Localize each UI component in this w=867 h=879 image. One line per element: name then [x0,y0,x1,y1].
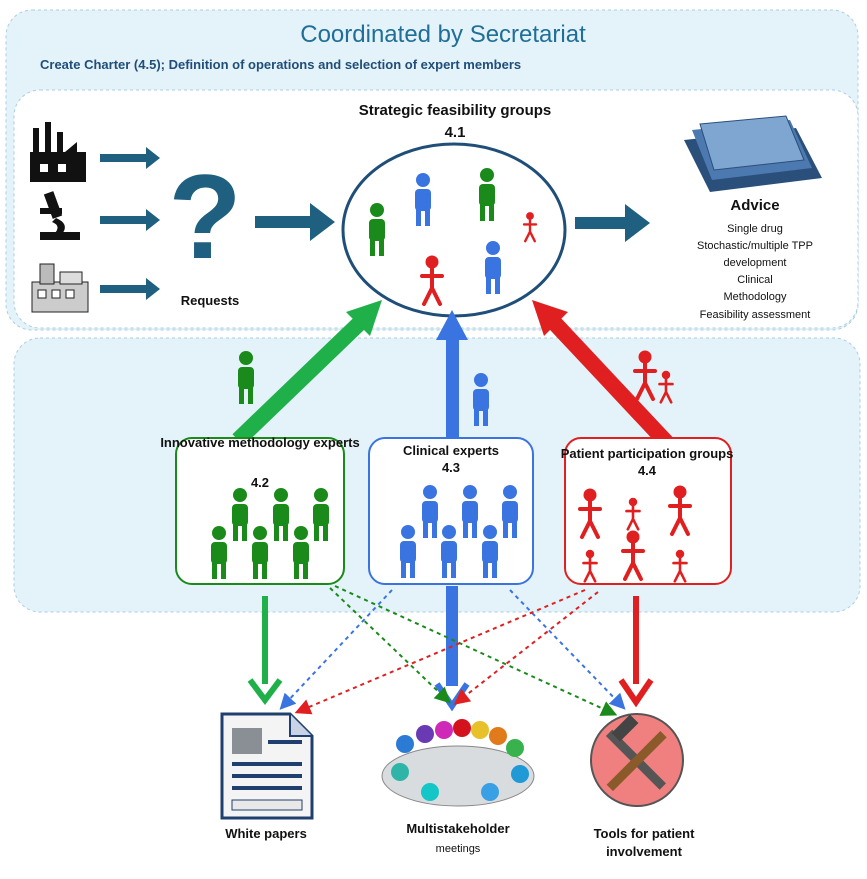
factory-icon [30,122,86,182]
meetings-label: Multistakeholder [406,821,509,836]
meetings-label-2: meetings [436,843,481,855]
header-title: Coordinated by Secretariat [300,21,586,48]
question-mark-icon: ? [168,150,241,284]
methodology-title: Innovative methodology experts [160,435,359,450]
clinical-title: Clinical experts [403,443,499,458]
white-paper-icon [220,712,314,820]
requests-label: Requests [181,293,240,308]
advice-line-3: development [724,257,787,269]
requests-to-groups-arrow [255,203,335,241]
advice-line-4: Clinical [737,274,772,286]
strategic-title: Strategic feasibility groups [359,102,552,119]
advice-line-6: Feasibility assessment [700,309,811,321]
microscope-icon [40,191,80,240]
input-arrows [100,147,160,300]
tools-icon [590,713,684,807]
white-papers-label: White papers [225,826,307,841]
strategic-number: 4.1 [445,124,466,141]
lab-building-icon [31,263,89,313]
advice-line-2: Stochastic/multiple TPP [697,240,813,252]
output-arrows [247,585,654,716]
meeting-table-icon [381,719,535,807]
tools-label-2: involvement [606,844,683,859]
advice-line-1: Single drug [727,223,783,235]
header-subtitle: Create Charter (4.5); Definition of oper… [40,57,521,72]
tools-label: Tools for patient [594,826,696,841]
groups-to-advice-arrow [575,204,650,242]
patient-groups-box [564,437,732,585]
clinical-number: 4.3 [442,460,460,475]
advice-line-5: Methodology [724,291,787,303]
patient-title: Patient participation groups [561,446,734,461]
methodology-number: 4.2 [251,475,269,490]
feedback-arrows [232,300,674,450]
patient-number: 4.4 [638,463,657,478]
document-stack-icon [684,115,822,192]
advice-title: Advice [730,197,779,214]
